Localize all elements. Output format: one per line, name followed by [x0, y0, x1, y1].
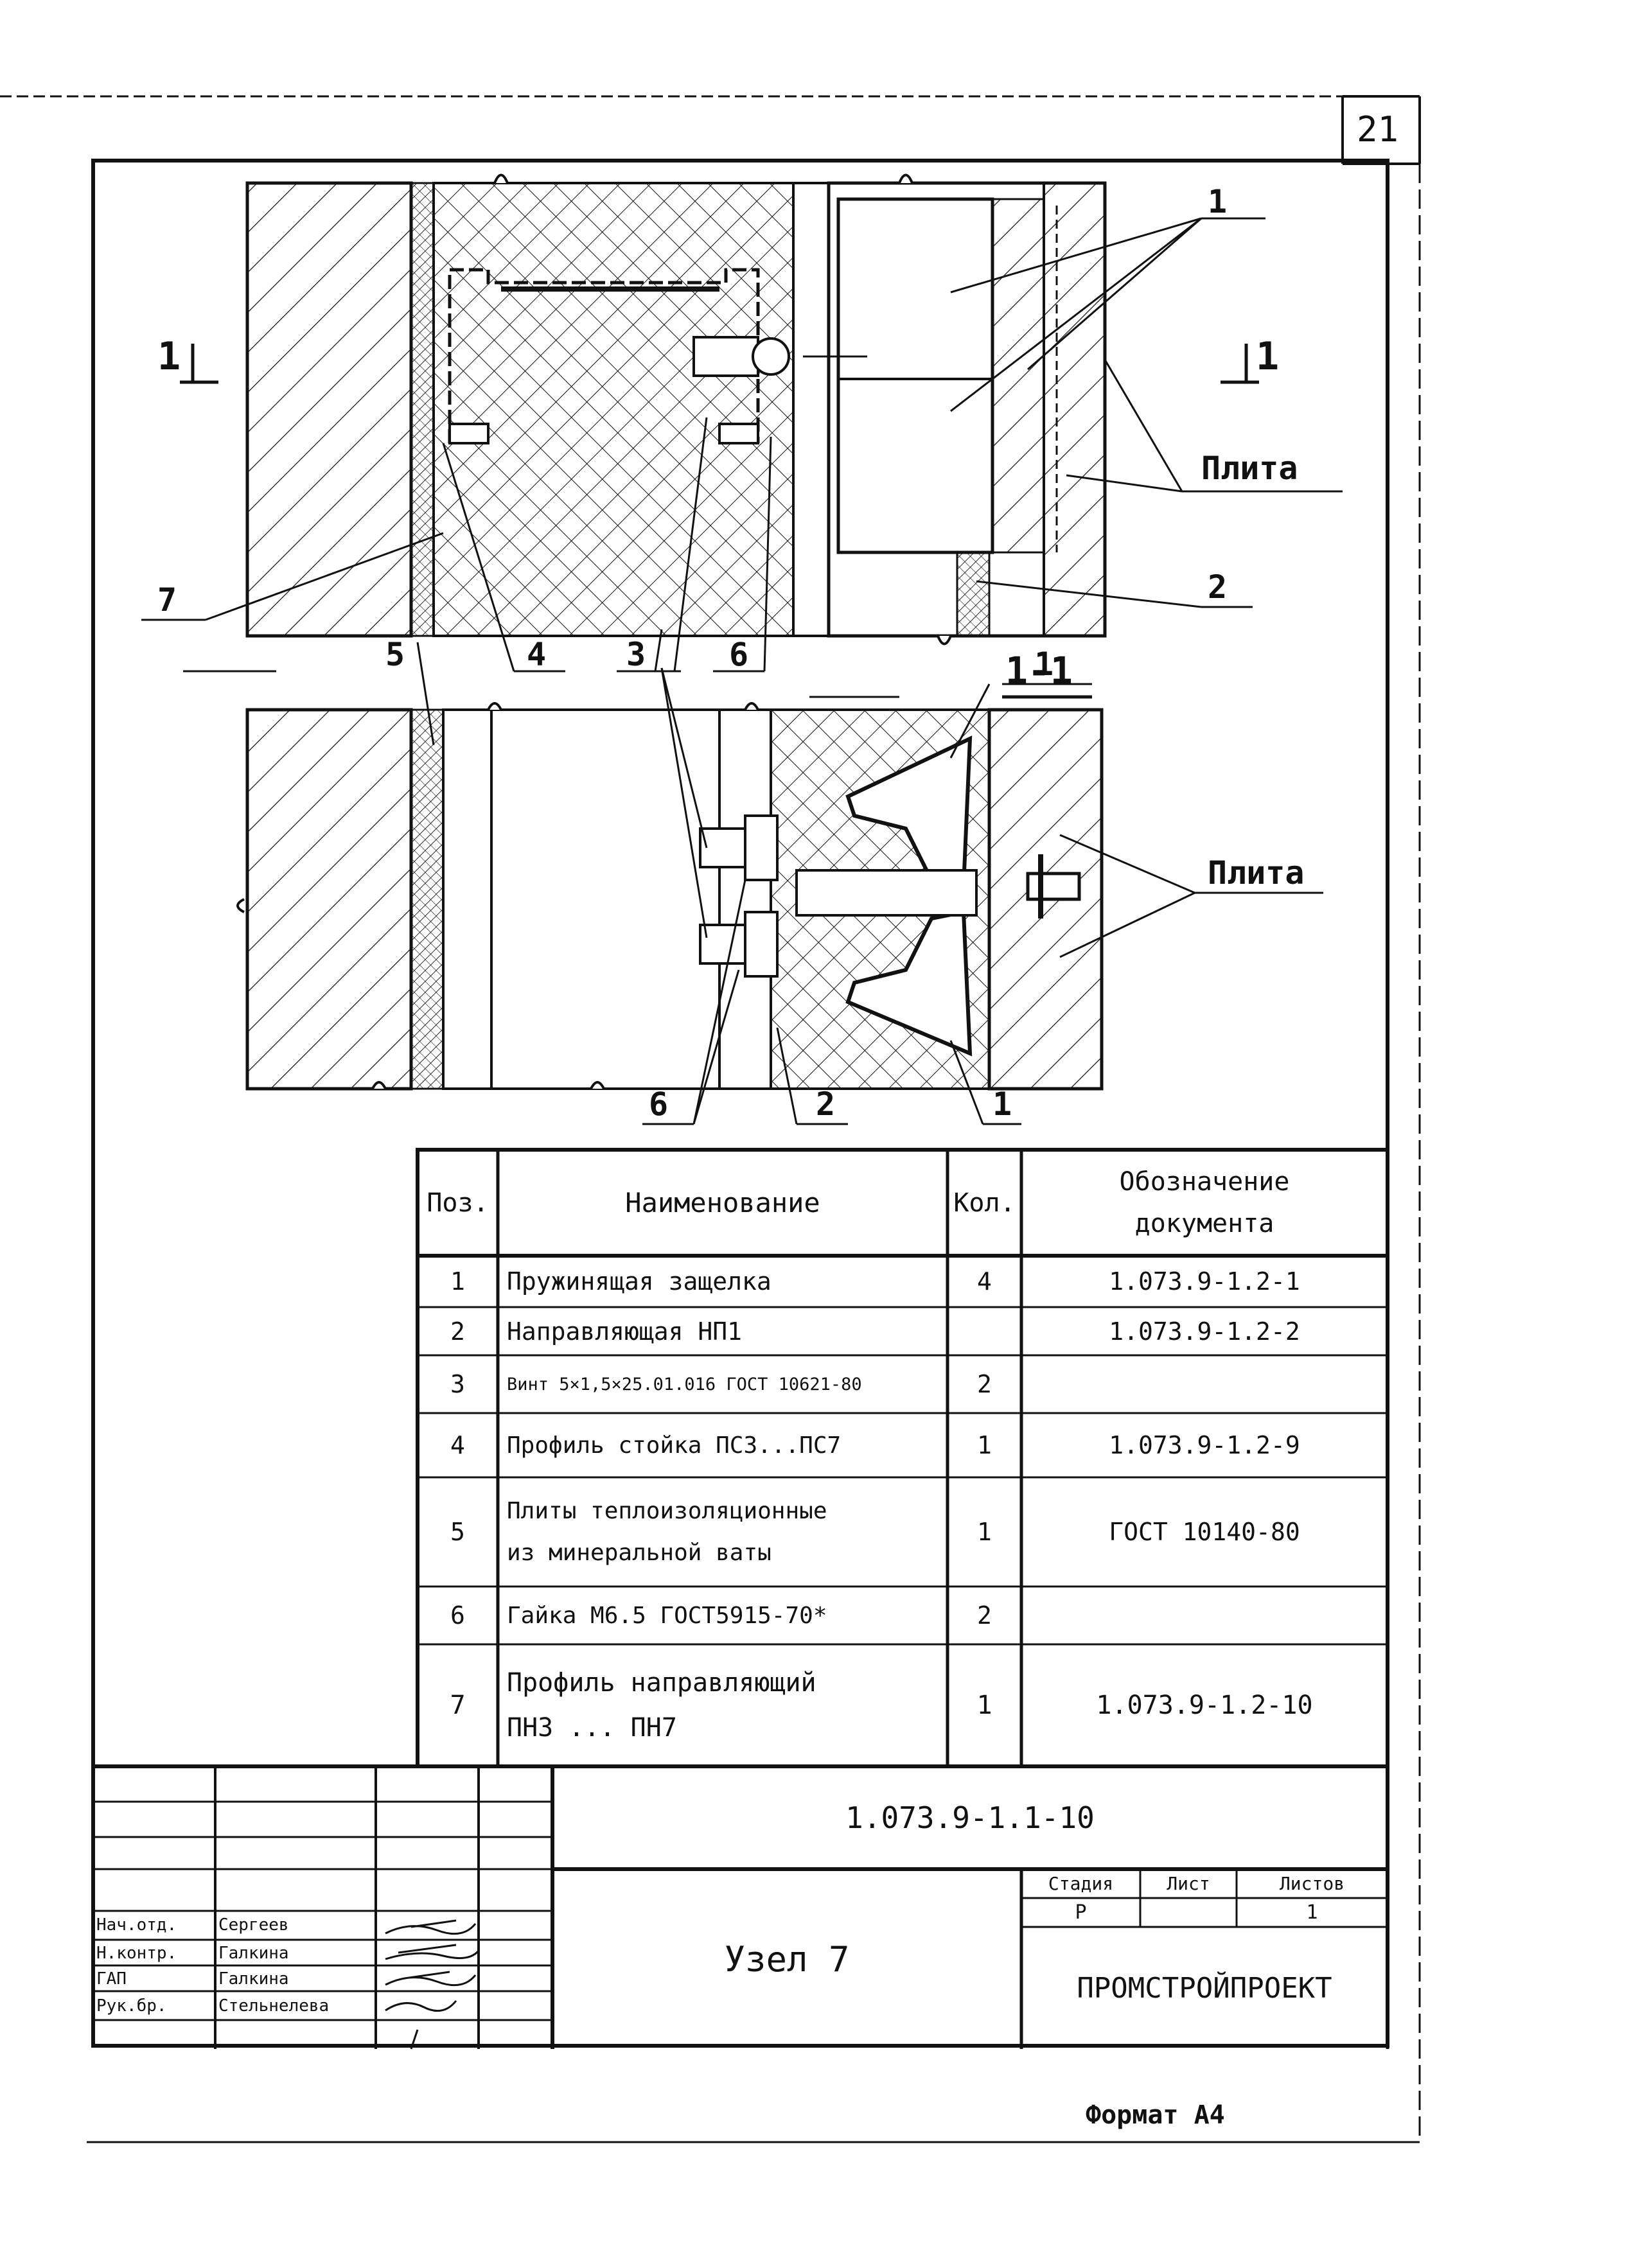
- section-title: 1-1: [1005, 649, 1073, 692]
- row4-doc: 1.073.9-1.2-9: [1109, 1431, 1300, 1459]
- header-doc-line2: документа: [1134, 1209, 1274, 1238]
- row3-qty: 2: [977, 1370, 992, 1398]
- row3-pos: 3: [450, 1370, 465, 1398]
- bottom-leaders: [642, 667, 1323, 1125]
- row1-qty: 4: [977, 1267, 992, 1296]
- header-qty: Кол.: [953, 1188, 1016, 1218]
- row4-qty: 1: [977, 1431, 992, 1459]
- row1-doc: 1.073.9-1.2-1: [1109, 1267, 1300, 1296]
- top-leaders: [141, 217, 1343, 746]
- organization-name: ПРОМСТРОЙПРОЕКТ: [1077, 1971, 1332, 2005]
- signature-name-2: Галкина: [218, 1944, 289, 1963]
- bottom-section-view: [236, 702, 1104, 1091]
- header-name: Наименование: [625, 1187, 820, 1218]
- sheets-value: 1: [1306, 1901, 1318, 1924]
- signature-name-1: Сергеев: [218, 1915, 289, 1935]
- row5-pos: 5: [450, 1518, 465, 1546]
- page-frame: [0, 95, 1421, 2143]
- row4-name: Профиль стойка ПС3...ПС7: [507, 1432, 842, 1459]
- row6-qty: 2: [977, 1601, 992, 1630]
- row6-pos: 6: [450, 1601, 465, 1630]
- top-section-view: [245, 173, 1107, 646]
- callout-bottom-pos2: 2: [816, 1086, 836, 1123]
- row7-name-line1: Профиль направляющий: [507, 1668, 816, 1698]
- callout-bottom-pos1-bottom: 1: [992, 1086, 1012, 1123]
- signature-name-3: Галкина: [218, 1969, 289, 1989]
- title-block-grid: [93, 1764, 1388, 2049]
- format-label: Формат А4: [1086, 2100, 1225, 2130]
- row3-name: Винт 5×1,5×25.01.016 ГОСТ 10621-80: [507, 1374, 862, 1394]
- row7-pos: 7: [450, 1691, 466, 1720]
- callout-top-pos4: 4: [527, 636, 547, 673]
- sheet-number: 21: [1357, 109, 1399, 150]
- row2-name: Направляющая НП1: [507, 1317, 743, 1346]
- row5-qty: 1: [977, 1518, 992, 1546]
- header-pos: Поз.: [427, 1188, 489, 1218]
- header-doc-line1: Обозначение: [1119, 1167, 1290, 1197]
- callout-top-pos6: 6: [729, 636, 749, 673]
- stage-value: Р: [1075, 1901, 1087, 1924]
- callout-top-pos5: 5: [385, 636, 405, 673]
- row7-doc: 1.073.9-1.2-10: [1096, 1691, 1313, 1720]
- signature-role-2: Н.контр.: [96, 1944, 177, 1963]
- callout-top-pos2: 2: [1208, 568, 1228, 606]
- row3-doc: [1021, 1355, 1388, 1413]
- row7-name-line2: ПН3 ... ПН7: [507, 1713, 677, 1743]
- row2-pos: 2: [450, 1317, 465, 1346]
- signature-name-4: Стельнелева: [218, 1996, 330, 2016]
- signature-role-3: ГАП: [96, 1969, 127, 1989]
- callout-bottom-pos1-top: 1: [1034, 646, 1054, 683]
- row4-pos: 4: [450, 1431, 465, 1459]
- row2-doc: 1.073.9-1.2-2: [1109, 1317, 1300, 1346]
- row6-doc: [1021, 1587, 1388, 1644]
- signature-role-1: Нач.отд.: [96, 1915, 177, 1935]
- sheet-value: [1140, 1898, 1237, 1927]
- row5-name-line2: из минеральной ваты: [507, 1540, 771, 1566]
- row6-name: Гайка М6.5 ГОСТ5915-70*: [507, 1602, 827, 1629]
- callout-bottom-plate: Плита: [1208, 854, 1305, 892]
- sheet-label: Лист: [1167, 1873, 1210, 1894]
- callout-top-pos3: 3: [626, 636, 646, 673]
- document-designation: 1.073.9-1.1-10: [845, 1800, 1095, 1835]
- callout-top-plate: Плита: [1201, 450, 1298, 487]
- row1-pos: 1: [450, 1267, 465, 1296]
- signatures-graphic: [385, 1919, 480, 2050]
- row5-doc: ГОСТ 10140-80: [1109, 1518, 1300, 1546]
- node-title: Узел 7: [724, 1938, 850, 1980]
- section-mark-right: 1: [1256, 334, 1280, 379]
- signature-role-4: Рук.бр.: [96, 1996, 167, 2016]
- sheets-label: Листов: [1279, 1873, 1345, 1894]
- row7-qty: 1: [976, 1691, 992, 1720]
- row1-name: Пружинящая защелка: [507, 1267, 771, 1296]
- spec-table-grid: [416, 1148, 1389, 1768]
- section-markers: [180, 344, 1259, 699]
- callout-bottom-pos6: 6: [649, 1086, 669, 1123]
- section-mark-left: 1: [157, 334, 181, 379]
- callout-top-pos7: 7: [157, 581, 177, 619]
- row2-qty: [948, 1307, 1021, 1355]
- row5-name-line1: Плиты теплоизоляционные: [507, 1498, 827, 1524]
- stage-label: Стадия: [1048, 1873, 1114, 1894]
- callout-top-pos1: 1: [1208, 183, 1228, 220]
